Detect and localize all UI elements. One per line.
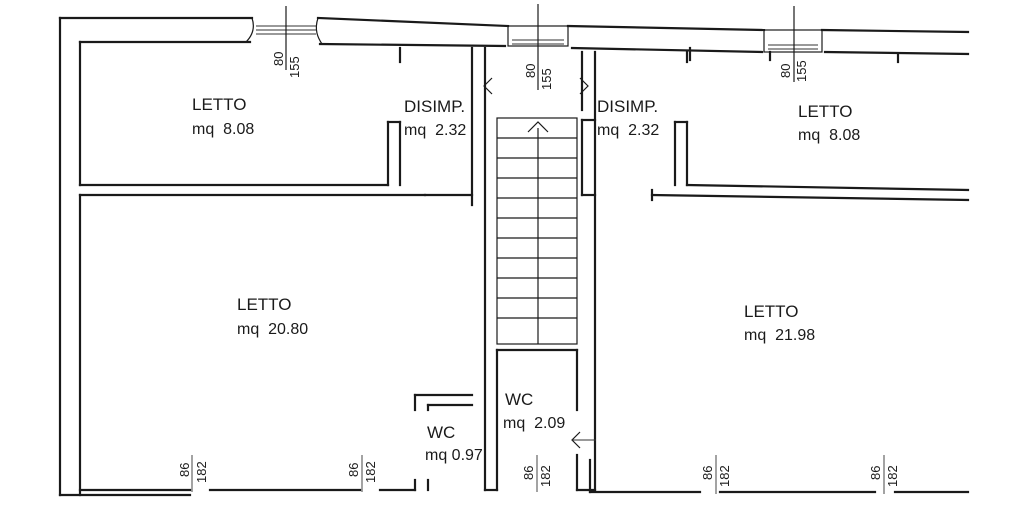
room-area-disimp-right: mq 2.32	[597, 122, 659, 139]
room-area-wc-center: mq 2.09	[503, 415, 565, 432]
window-2-height: 155	[539, 68, 554, 90]
door-4-width: 86	[700, 466, 715, 480]
window-1	[245, 6, 323, 70]
window-3-height: 155	[794, 60, 809, 82]
room-name-disimp-left: DISIMP.	[404, 97, 465, 116]
window-3-width: 80	[778, 64, 793, 78]
door-3-height: 182	[538, 465, 553, 487]
partition-walls	[78, 46, 970, 494]
stair-direction-arrow	[527, 121, 549, 133]
door-5-width: 86	[868, 466, 883, 480]
room-name-disimp-right: DISIMP.	[597, 97, 658, 116]
room-area-disimp-left: mq 2.32	[404, 122, 466, 139]
door-1-width: 86	[177, 463, 192, 477]
door-2-width: 86	[346, 463, 361, 477]
room-area-letto-ne: mq 8.08	[798, 127, 860, 144]
door-5-height: 182	[885, 465, 900, 487]
door-arrows	[483, 77, 596, 449]
room-area-letto-sw: mq 20.80	[237, 321, 308, 338]
room-name-letto-nw: LETTO	[192, 95, 246, 114]
room-name-letto-ne: LETTO	[798, 102, 852, 121]
room-name-wc-left: WC	[427, 423, 455, 442]
door-1-height: 182	[194, 461, 209, 483]
room-name-wc-center: WC	[505, 390, 533, 409]
window-1-height: 155	[287, 56, 302, 78]
door-4-height: 182	[717, 465, 732, 487]
room-name-letto-sw: LETTO	[237, 295, 291, 314]
door-ticks	[191, 455, 885, 494]
room-area-wc-left: mq 0.97	[425, 447, 483, 464]
window-2-width: 80	[523, 64, 538, 78]
staircase	[496, 117, 578, 345]
door-2-height: 182	[363, 461, 378, 483]
window-1-width: 80	[271, 52, 286, 66]
window-3	[763, 6, 823, 82]
room-name-letto-se: LETTO	[744, 302, 798, 321]
door-3-width: 86	[521, 466, 536, 480]
room-area-letto-se: mq 21.98	[744, 327, 815, 344]
room-area-letto-nw: mq 8.08	[192, 121, 254, 138]
outer-walls	[58, 16, 970, 497]
window-2	[507, 4, 569, 90]
